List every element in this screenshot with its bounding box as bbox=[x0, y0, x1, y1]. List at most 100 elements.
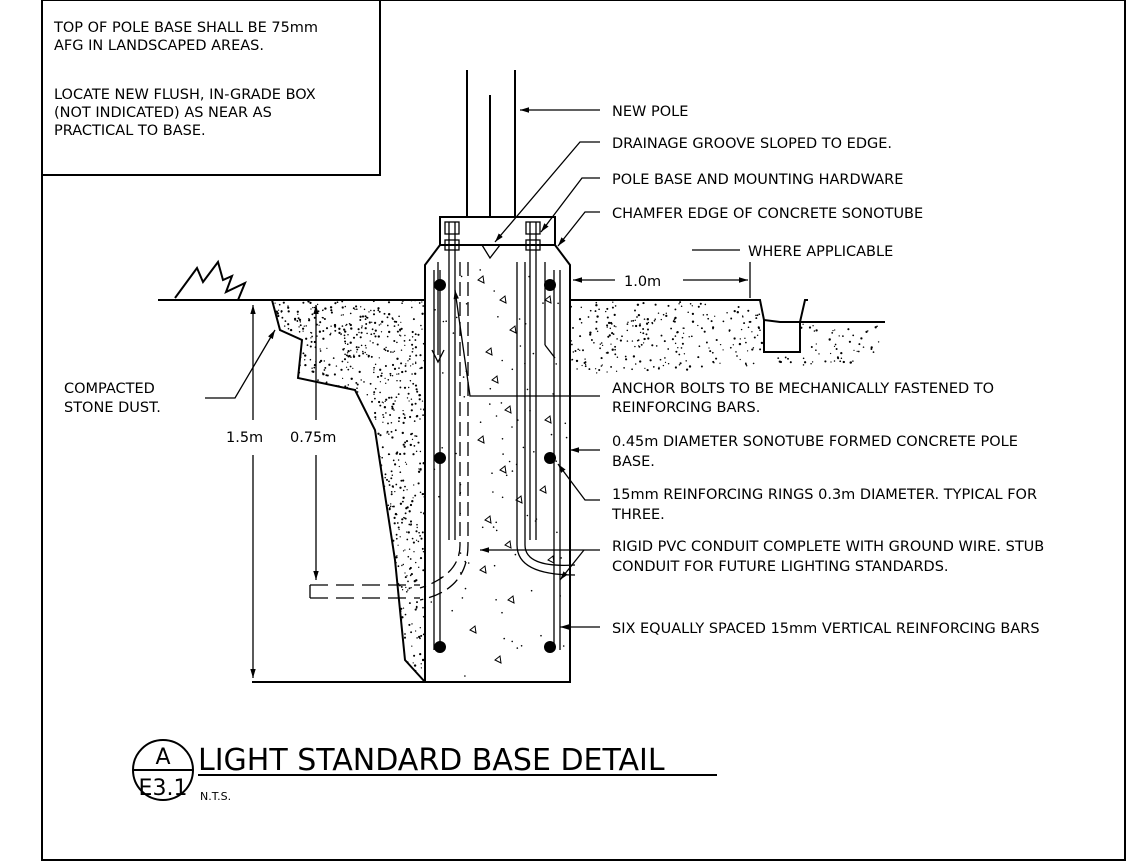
stone-dust-dot bbox=[401, 589, 404, 591]
stone-dust-dot bbox=[374, 363, 377, 366]
stone-dust-dot bbox=[414, 435, 416, 437]
aggregate-dot bbox=[500, 402, 503, 404]
stone-dust-dot bbox=[667, 348, 670, 350]
stone-dust-dot bbox=[406, 575, 408, 577]
stone-dust-dot bbox=[404, 572, 406, 574]
stone-dust-dot bbox=[415, 561, 417, 564]
stone-dust-dot bbox=[362, 350, 364, 353]
stone-dust-dot bbox=[347, 368, 350, 371]
stone-dust-dot bbox=[408, 510, 411, 513]
stone-dust-dot bbox=[865, 330, 868, 333]
stone-dust-dot bbox=[815, 343, 817, 345]
stone-dust-dot bbox=[733, 309, 736, 313]
stone-dust-dot bbox=[376, 343, 379, 346]
stone-dust-dot bbox=[590, 339, 593, 341]
stone-dust-dot bbox=[596, 330, 599, 333]
stone-dust-dot bbox=[800, 326, 803, 329]
stone-dust-dot bbox=[600, 357, 603, 360]
stone-dust-dot bbox=[335, 365, 338, 367]
stone-dust-dot bbox=[415, 388, 418, 391]
detail-scale: N.T.S. bbox=[200, 790, 231, 803]
stone-dust-dot bbox=[613, 313, 616, 317]
nut bbox=[525, 221, 541, 235]
stone-dust-dot bbox=[390, 351, 392, 353]
aggregate-dot bbox=[565, 436, 568, 439]
stone-dust-dot bbox=[595, 304, 598, 307]
stone-dust-dot bbox=[698, 345, 701, 348]
aggregate-dot bbox=[438, 495, 440, 498]
stone-dust-dot bbox=[414, 402, 417, 405]
stone-dust-dot bbox=[344, 342, 347, 345]
stone-dust-dot bbox=[302, 330, 304, 332]
stone-dust-dot bbox=[702, 314, 705, 316]
stone-dust-dot bbox=[395, 483, 398, 486]
stone-dust-dot bbox=[326, 374, 329, 377]
stone-dust-dot bbox=[413, 580, 416, 583]
stone-dust-dot bbox=[340, 333, 342, 335]
stone-dust-dot bbox=[413, 298, 417, 302]
stone-dust-dot bbox=[319, 321, 322, 324]
callout-rings-line: THREE. bbox=[611, 507, 665, 523]
stone-dust-dot bbox=[384, 400, 386, 403]
stone-dust-dot bbox=[700, 365, 703, 368]
stone-dust-dot bbox=[572, 326, 574, 329]
stone-dust-dot bbox=[396, 357, 399, 360]
stone-dust-dot bbox=[358, 331, 360, 334]
stone-dust-dot bbox=[410, 403, 414, 406]
stone-dust-dot bbox=[347, 355, 349, 358]
stone-dust-dot bbox=[729, 346, 732, 349]
stone-dust-dot bbox=[606, 371, 608, 373]
stone-dust-dot bbox=[324, 307, 327, 310]
stone-dust-dot bbox=[350, 377, 353, 380]
stone-dust-dot bbox=[318, 324, 320, 326]
stone-dust-dot bbox=[386, 335, 389, 338]
stone-dust-dot bbox=[360, 326, 363, 329]
stone-dust-dot bbox=[730, 317, 733, 320]
stone-dust-dot bbox=[706, 313, 708, 316]
stone-dust-dot bbox=[736, 355, 738, 357]
stone-dust-dot bbox=[330, 325, 332, 327]
stone-dust-dot bbox=[406, 489, 408, 491]
stone-dust-dot bbox=[363, 308, 366, 311]
stone-dust-dot bbox=[415, 435, 418, 438]
stone-dust-dot bbox=[385, 398, 388, 401]
stone-dust-dot bbox=[400, 349, 403, 351]
stone-dust-dot bbox=[341, 300, 344, 303]
stone-dust-dot bbox=[380, 374, 383, 377]
stone-dust-dot bbox=[416, 390, 419, 393]
stone-dust-dot bbox=[833, 345, 836, 348]
aggregate-mark bbox=[477, 435, 485, 444]
stone-dust-dot bbox=[356, 391, 359, 393]
stone-dust-dot bbox=[679, 301, 682, 304]
stone-dust-dot bbox=[634, 309, 636, 312]
stone-dust-dot bbox=[601, 364, 603, 366]
stone-dust-dot bbox=[421, 493, 424, 496]
stone-dust-dot bbox=[408, 567, 411, 570]
stone-dust-dot bbox=[380, 466, 382, 468]
stone-dust-dot bbox=[678, 353, 681, 356]
stone-dust-dot bbox=[389, 505, 392, 508]
stone-dust-dot bbox=[870, 348, 873, 350]
stone-dust-dot bbox=[329, 333, 332, 336]
stone-dust-dot bbox=[407, 386, 410, 389]
stone-dust-dot bbox=[402, 550, 405, 552]
stone-dust-dot bbox=[690, 335, 693, 338]
stone-dust-dot bbox=[395, 537, 398, 540]
stone-dust-dot bbox=[413, 445, 416, 447]
stone-dust-dot bbox=[385, 412, 387, 414]
stone-dust-dot bbox=[383, 406, 387, 409]
stone-dust-dot bbox=[411, 645, 413, 647]
stone-dust-dot bbox=[391, 375, 394, 377]
stone-dust-dot bbox=[381, 401, 384, 403]
stone-dust-dot bbox=[715, 338, 718, 342]
stone-dust-dot bbox=[777, 357, 780, 359]
aggregate-dot bbox=[481, 526, 484, 529]
stone-dust-dot bbox=[404, 549, 406, 551]
stone-dust-dot bbox=[639, 360, 642, 363]
stone-dust-dot bbox=[745, 365, 748, 367]
stone-dust-dot bbox=[396, 330, 399, 333]
concrete-aggregate bbox=[430, 269, 568, 677]
stone-dust-dot bbox=[404, 441, 407, 444]
detail-title-block: A E3.1 LIGHT STANDARD BASE DETAIL N.T.S. bbox=[132, 739, 717, 803]
stone-dust-dot bbox=[576, 368, 578, 370]
